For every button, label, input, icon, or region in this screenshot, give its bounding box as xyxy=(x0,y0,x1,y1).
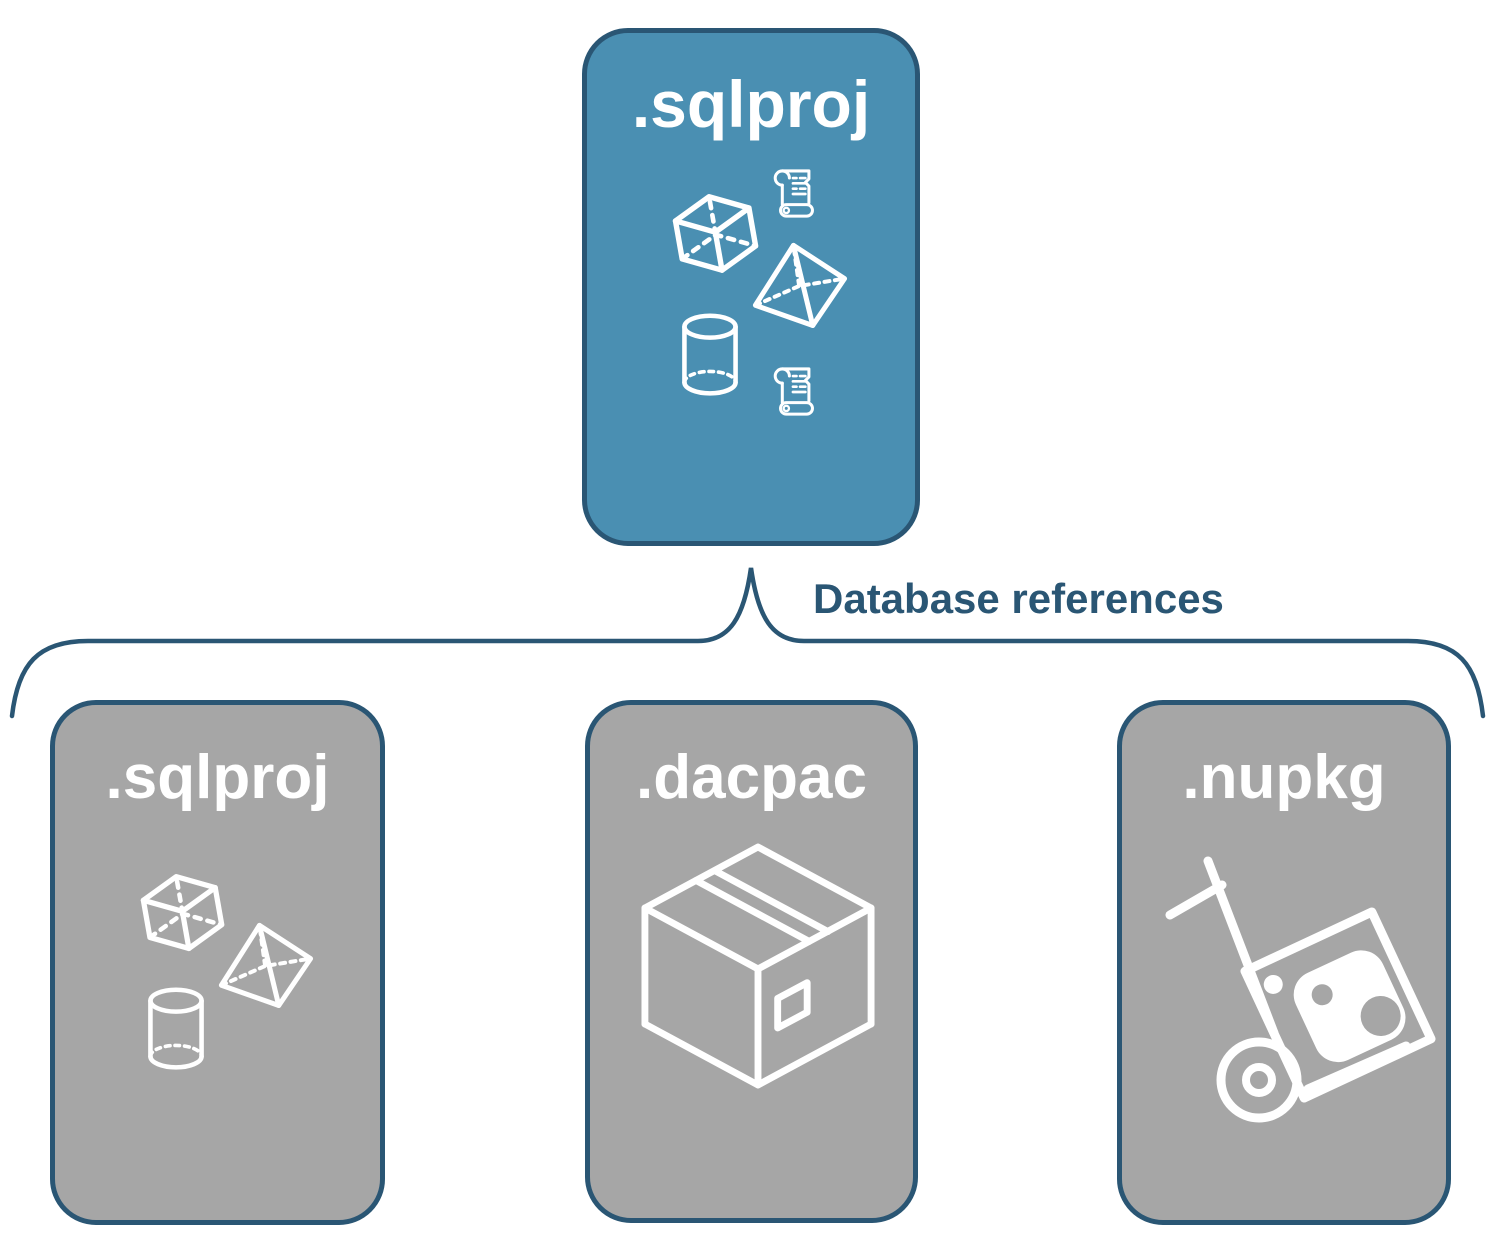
node-sqlproj-child: .sqlproj xyxy=(50,700,385,1225)
script-scroll-icon xyxy=(773,367,814,416)
pyramid-icon xyxy=(752,242,848,328)
pyramid-icon xyxy=(218,922,314,1008)
package-box-icon xyxy=(641,843,875,1089)
cylinder-icon xyxy=(148,987,204,1070)
node-title: .sqlproj xyxy=(105,743,330,812)
node-title: .dacpac xyxy=(636,743,867,812)
node-nupkg: .nupkg xyxy=(1117,700,1451,1225)
node-title: .nupkg xyxy=(1182,743,1386,812)
cube-icon xyxy=(140,873,225,952)
node-dacpac: .dacpac xyxy=(585,700,918,1223)
script-scroll-icon xyxy=(773,169,814,218)
cylinder-icon xyxy=(682,313,738,396)
node-sqlproj-top: .sqlproj xyxy=(582,28,920,546)
cube-icon xyxy=(672,194,759,273)
nuget-handtruck-icon xyxy=(1165,856,1436,1123)
node-title: .sqlproj xyxy=(631,67,871,141)
connector-label: Database references xyxy=(813,575,1224,622)
